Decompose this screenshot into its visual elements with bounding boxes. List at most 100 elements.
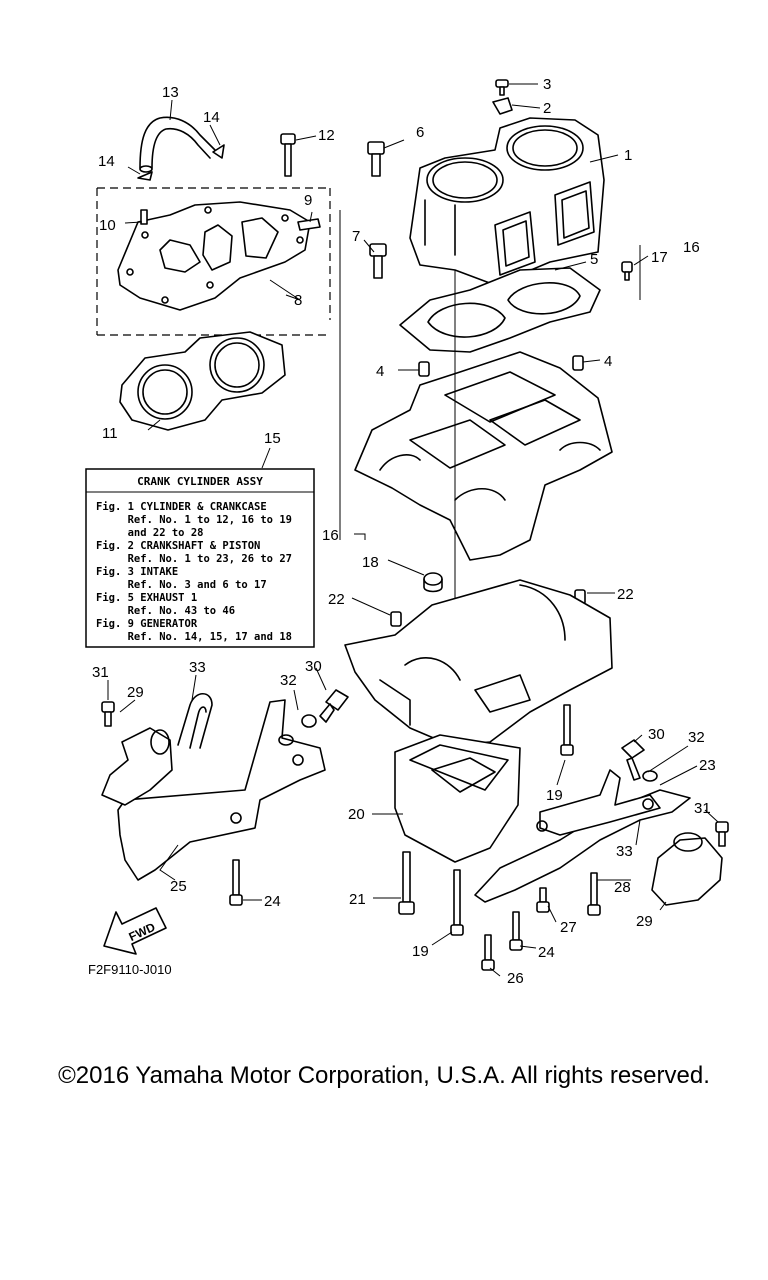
bolt xyxy=(450,869,464,936)
reference-table-line: Fig. 1 CYLINDER & CRANKCASE xyxy=(96,501,267,513)
reference-table: CRANK CYLINDER ASSY Fig. 1 CYLINDER & CR… xyxy=(85,468,315,648)
reference-table-line: Ref. No. 3 and 6 to 17 xyxy=(96,579,267,591)
callout-19: 19 xyxy=(546,787,563,804)
electrical-box xyxy=(394,734,521,863)
cylinder-head-gasket xyxy=(119,331,286,431)
callout-28: 28 xyxy=(614,879,631,896)
callout-labels: 1 2 3 4 4 5 6 7 8 9 10 11 12 13 14 14 15… xyxy=(92,76,716,987)
callout-25: 25 xyxy=(170,878,187,895)
callout-32: 32 xyxy=(688,729,705,746)
callout-31: 31 xyxy=(92,664,109,681)
callout-22: 22 xyxy=(328,591,345,608)
engine-mount-bracket-right xyxy=(474,769,691,903)
bolt xyxy=(587,872,601,916)
bolt xyxy=(398,851,415,915)
bolt xyxy=(560,704,574,756)
stud xyxy=(140,209,148,225)
screw xyxy=(495,79,509,96)
callout-26: 26 xyxy=(507,970,524,987)
cylinder-gasket xyxy=(399,267,601,353)
callout-23: 23 xyxy=(699,757,716,774)
washer xyxy=(278,714,317,746)
callout-5: 5 xyxy=(590,251,598,268)
callout-30: 30 xyxy=(305,658,322,675)
callout-2: 2 xyxy=(543,100,551,117)
callout-16: 16 xyxy=(322,527,339,544)
bolt xyxy=(509,911,523,951)
stud xyxy=(621,261,633,281)
callout-24: 24 xyxy=(538,944,555,961)
leader-lines xyxy=(107,83,719,977)
callout-33: 33 xyxy=(616,843,633,860)
reference-table-line: Ref. No. 43 to 46 xyxy=(96,605,235,617)
bolt xyxy=(536,887,550,913)
bolt xyxy=(621,739,645,781)
copyright-notice: ©2016 Yamaha Motor Corporation, U.S.A. A… xyxy=(58,1062,710,1089)
reference-table-line: Fig. 9 GENERATOR xyxy=(96,618,198,630)
reference-table-line: Ref. No. 1 to 23, 26 to 27 xyxy=(96,553,292,565)
washer xyxy=(642,770,658,782)
hose-clip xyxy=(137,144,225,181)
reference-table-title: CRANK CYLINDER ASSY xyxy=(137,475,263,488)
lower-crankcase xyxy=(344,579,613,746)
callout-29: 29 xyxy=(636,913,653,930)
drawing-code: F2F9110-J010 xyxy=(88,962,172,977)
bolt xyxy=(319,689,349,723)
callout-16: 16 xyxy=(683,239,700,256)
reference-table-line: Fig. 2 CRANKSHAFT & PISTON xyxy=(96,540,260,552)
bolt xyxy=(481,934,495,971)
callout-13: 13 xyxy=(162,84,179,101)
callout-4: 4 xyxy=(604,353,612,370)
reference-table-line: Fig. 3 INTAKE xyxy=(96,566,178,578)
hose-fitting xyxy=(297,218,321,231)
callout-21: 21 xyxy=(349,891,366,908)
shim xyxy=(177,692,213,749)
callout-27: 27 xyxy=(560,919,577,936)
callout-7: 7 xyxy=(352,228,360,245)
dowel-pin xyxy=(390,611,402,627)
callout-14: 14 xyxy=(98,153,115,170)
callout-24: 24 xyxy=(264,893,281,910)
callout-6: 6 xyxy=(416,124,424,141)
bolt xyxy=(229,859,243,906)
exploded-parts-diagram: 1 2 3 4 4 5 6 7 8 9 10 11 12 13 14 14 15… xyxy=(85,76,729,987)
callout-1: 1 xyxy=(624,147,632,164)
callout-10: 10 xyxy=(99,217,116,234)
bolt xyxy=(367,141,385,177)
callout-8: 8 xyxy=(294,292,302,309)
bolt xyxy=(101,701,115,727)
reference-table-line: Ref. No. 1 to 12, 16 to 19 xyxy=(96,514,292,526)
collar xyxy=(423,572,443,593)
callout-22: 22 xyxy=(617,586,634,603)
reference-table-line: Fig. 5 EXHAUST 1 xyxy=(96,592,197,604)
engine-mount-right xyxy=(651,832,723,906)
reference-table-line: Ref. No. 14, 15, 17 and 18 xyxy=(96,631,292,643)
callout-3: 3 xyxy=(543,76,551,93)
callout-18: 18 xyxy=(362,554,379,571)
cylinder-bracket xyxy=(492,97,513,115)
water-hose xyxy=(139,116,216,173)
callout-12: 12 xyxy=(318,127,335,144)
callout-14: 14 xyxy=(203,109,220,126)
dowel-pin xyxy=(572,355,584,371)
cylinder-head-cover xyxy=(96,187,331,336)
callout-15: 15 xyxy=(264,430,281,447)
bolt xyxy=(715,821,729,847)
bolt xyxy=(280,133,296,177)
callout-11: 11 xyxy=(102,425,118,442)
callout-4: 4 xyxy=(376,363,384,380)
forward-arrow-icon: FWD xyxy=(103,907,167,955)
reference-table-line: and 22 to 28 xyxy=(96,527,203,539)
callout-17: 17 xyxy=(651,249,668,266)
upper-crankcase xyxy=(354,351,613,561)
cylinder xyxy=(409,117,605,286)
callout-32: 32 xyxy=(280,672,297,689)
dowel-pin xyxy=(418,361,430,377)
engine-mount-bracket-left xyxy=(117,699,326,881)
callout-31: 31 xyxy=(694,800,711,817)
callout-19: 19 xyxy=(412,943,429,960)
callout-9: 9 xyxy=(304,192,312,209)
engine-mount-left xyxy=(101,727,173,806)
bolt xyxy=(369,243,387,279)
callout-30: 30 xyxy=(648,726,665,743)
